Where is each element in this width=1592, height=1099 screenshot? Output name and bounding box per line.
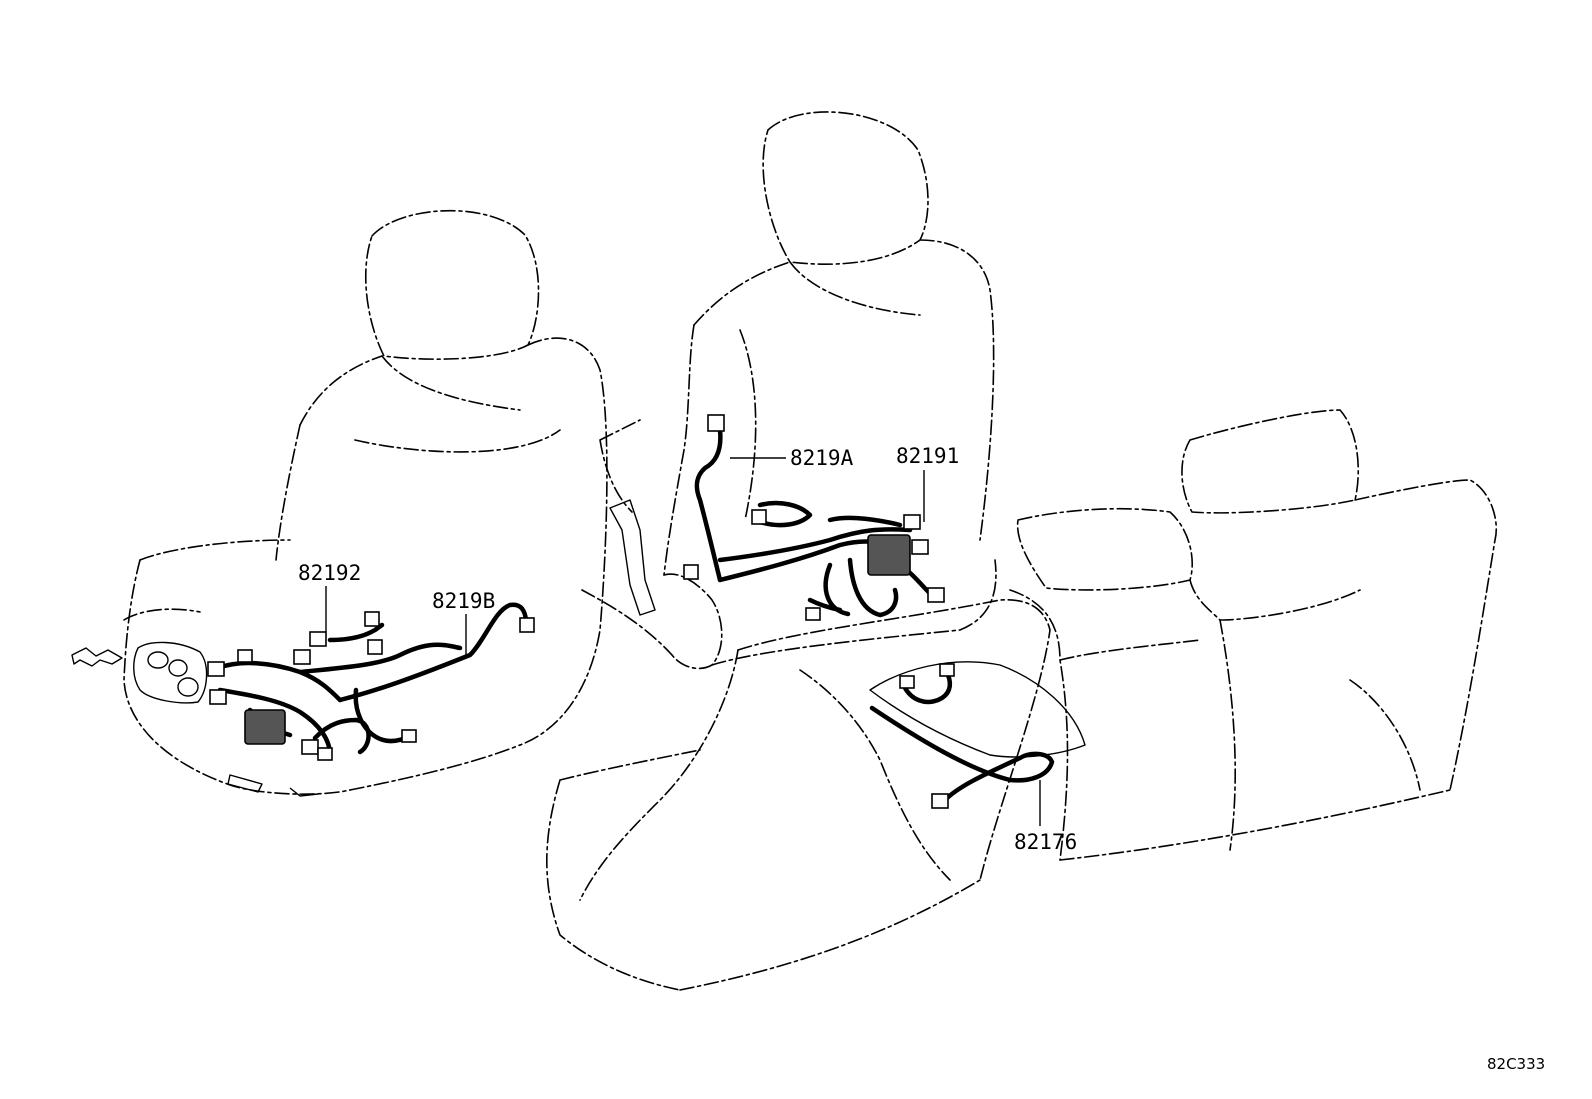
harness-82176-drawing [869,663,1055,809]
callout-8219b[interactable]: 8219B [432,589,495,655]
connector [364,611,380,627]
right-front-seat-outline [581,111,997,670]
harness-8219b-drawing [297,602,535,755]
connector [207,661,225,677]
connector [927,587,945,603]
part-number-82192: 82192 [298,561,361,585]
connector [911,539,929,555]
figure-code: 82C333 [1487,1055,1545,1073]
connector [401,729,417,743]
callout-82176[interactable]: 82176 [1014,780,1077,854]
connector [751,509,767,525]
callout-82191[interactable]: 82191 [896,444,959,522]
connector [519,617,535,633]
callout-82192[interactable]: 82192 [298,561,361,632]
connector [209,689,227,705]
connector [899,675,915,689]
connector [867,534,911,576]
connector [805,607,821,621]
left-front-seat-outline [71,209,608,797]
connector [707,414,725,432]
connector [309,631,327,647]
part-number-82176: 82176 [1014,830,1077,854]
rear-bench-seat-outline [546,409,1497,991]
part-number-8219b: 8219B [432,589,495,613]
part-number-8219a: 8219A [790,446,854,470]
connector [237,649,253,663]
connector [939,663,955,677]
connector [293,649,311,665]
connector [367,639,383,655]
connector [317,747,333,761]
connector [244,709,286,745]
harness-8219a-drawing [694,414,893,583]
part-number-82191: 82191 [896,444,959,468]
callout-8219a[interactable]: 8219A [730,446,854,470]
harness-82192-drawing [207,649,343,761]
connector [903,514,921,530]
harness-82191-drawing [683,500,945,621]
connector [683,564,699,580]
connector [931,793,949,809]
connector [301,739,319,755]
